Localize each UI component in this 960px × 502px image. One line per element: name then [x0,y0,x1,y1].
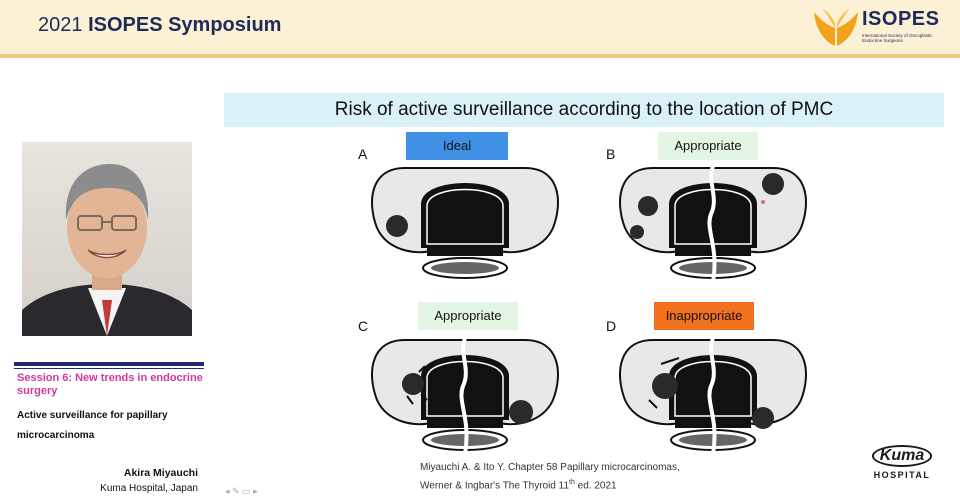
slide-nav-icons[interactable]: ◂ ✎ ▭ ▸ [225,486,258,496]
session-title: Session 6: New trends in endocrine surge… [17,372,203,397]
thyroid-diagram-d [619,337,807,454]
panel-letter-c: C [358,318,369,334]
label-inappropriate: Inappropriate [654,302,754,330]
kuma-logo-sub: HOSPITAL [873,470,931,480]
citation: Miyauchi A. & Ito Y. Chapter 58 Papillar… [420,460,680,493]
isopes-logo-text: ISOPES [862,8,940,30]
speaker-name: Akira Miyauchi [123,467,198,479]
speaker-affiliation: Kuma Hospital, Japan [100,483,198,494]
label-appropriate-b: Appropriate [658,132,758,160]
panel-letter-b: B [606,146,616,162]
kuma-logo-word: Kuma [871,445,933,467]
isopes-logo-subtitle: International Society of Oncoplastic End… [862,33,933,43]
sidebar-divider [14,362,204,366]
isopes-wings-icon [814,8,858,46]
header-bar: 2021 ISOPES Symposium ISOPES Internation… [0,0,960,58]
citation-line-2: Werner & Ingbar's The Thyroid 11th ed. 2… [420,479,617,492]
thyroid-diagram-c [371,337,559,454]
thyroid-diagram-a [371,167,559,279]
label-ideal: Ideal [406,132,508,160]
thyroid-diagram-b [619,165,807,282]
sidebar-divider-thin [14,368,204,369]
slide-title: Risk of active surveillance according to… [224,93,944,127]
talk-title: Active surveillance for papillary microc… [17,410,168,441]
panel-letter-d: D [606,318,617,334]
symposium-title: 2021 ISOPES Symposium [38,14,282,36]
kuma-hospital-logo: Kuma HOSPITAL [862,445,942,480]
label-appropriate-c: Appropriate [418,302,518,330]
panel-letter-a: A [358,146,368,162]
speaker-photo [22,142,192,336]
citation-line-1: Miyauchi A. & Ito Y. Chapter 58 Papillar… [420,462,680,473]
